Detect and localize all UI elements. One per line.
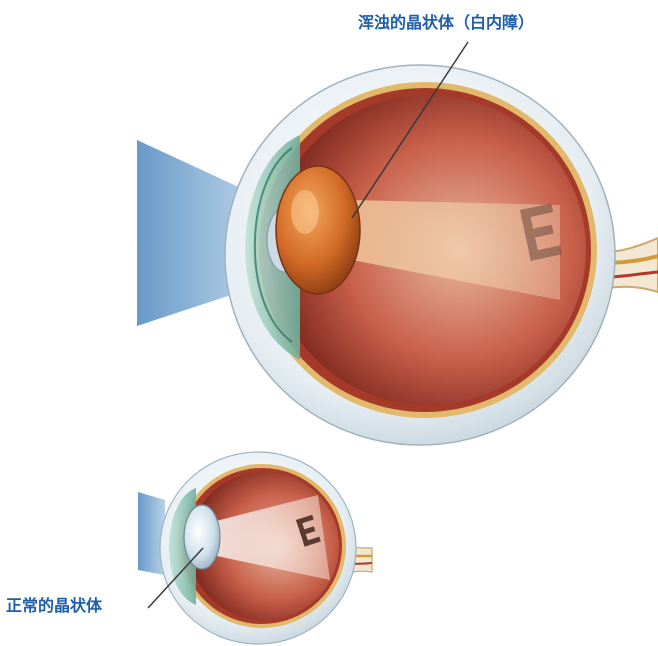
cataract-lens — [276, 166, 360, 294]
normal-lens-label: 正常的晶状体 — [6, 592, 102, 616]
normal-lens — [184, 505, 220, 569]
small-eye-normal — [138, 452, 372, 644]
cataract-lens-label: 浑浊的晶状体（白内障） — [358, 9, 534, 33]
large-eye-cataract — [137, 65, 658, 445]
